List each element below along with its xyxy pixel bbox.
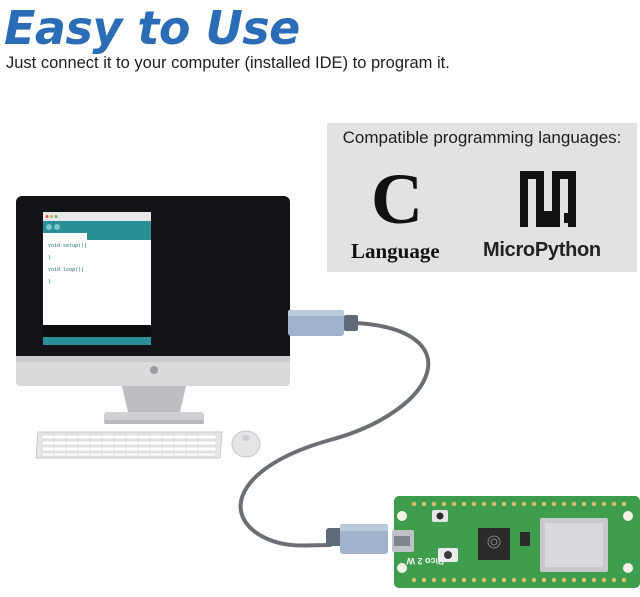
ide-console <box>43 325 151 337</box>
code-line: } <box>48 279 52 285</box>
keyboard <box>35 431 223 459</box>
window-maximize-icon <box>54 215 58 218</box>
micro-usb-plug <box>340 524 388 554</box>
board-header-pins <box>411 501 627 583</box>
upload-icon <box>54 224 60 230</box>
flash-chip <box>520 532 530 546</box>
c-language-label: Language <box>351 239 440 263</box>
mount-hole <box>397 511 407 521</box>
page-title: Easy to Use <box>4 1 300 55</box>
micropython-label: MicroPython <box>483 239 601 261</box>
mouse <box>231 430 261 458</box>
monitor-power-icon <box>150 366 158 374</box>
usb-a-plug <box>288 310 344 336</box>
micropython-logo-icon <box>520 171 576 227</box>
ide-tab <box>43 233 87 240</box>
pico-board: Pico 2 W <box>392 496 640 588</box>
page-subtitle: Just connect it to your computer (instal… <box>6 54 450 72</box>
verify-icon <box>46 224 52 230</box>
window-close-icon <box>45 215 49 218</box>
usb-cable <box>238 310 431 554</box>
board-silkscreen: Pico 2 W <box>406 556 444 566</box>
mount-hole <box>623 563 633 573</box>
code-line: void setup(){ <box>48 243 88 249</box>
window-minimize-icon <box>50 215 53 218</box>
monitor-stand <box>122 386 186 412</box>
code-line: } <box>48 255 52 261</box>
rp2350-chip <box>478 528 510 560</box>
c-letter-icon: C <box>371 159 423 239</box>
languages-panel: Compatible programming languages: C Lang… <box>327 123 637 272</box>
mount-hole <box>623 511 633 521</box>
code-line: void loop(){ <box>48 267 85 273</box>
ide-toolbar <box>43 221 151 233</box>
ide-code: void setup(){ } void loop(){ } <box>48 240 87 288</box>
languages-heading: Compatible programming languages: <box>342 128 622 147</box>
mount-hole <box>397 563 407 573</box>
ide-window <box>43 212 151 345</box>
ide-statusbar <box>43 337 151 345</box>
